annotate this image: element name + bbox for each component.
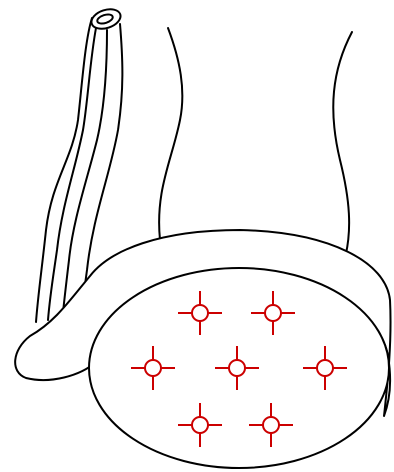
tube-outer-left-edge — [36, 18, 92, 322]
crosshair-ring — [145, 360, 161, 376]
crosshair-ring — [192, 305, 208, 321]
crosshair-ring — [229, 360, 245, 376]
crosshair-ring — [265, 305, 281, 321]
crosshair-ring — [192, 417, 208, 433]
tube-opening-outer — [89, 6, 123, 32]
organ-right-contour — [333, 32, 352, 258]
crosshair-ring — [263, 417, 279, 433]
crosshair-ring — [317, 360, 333, 376]
